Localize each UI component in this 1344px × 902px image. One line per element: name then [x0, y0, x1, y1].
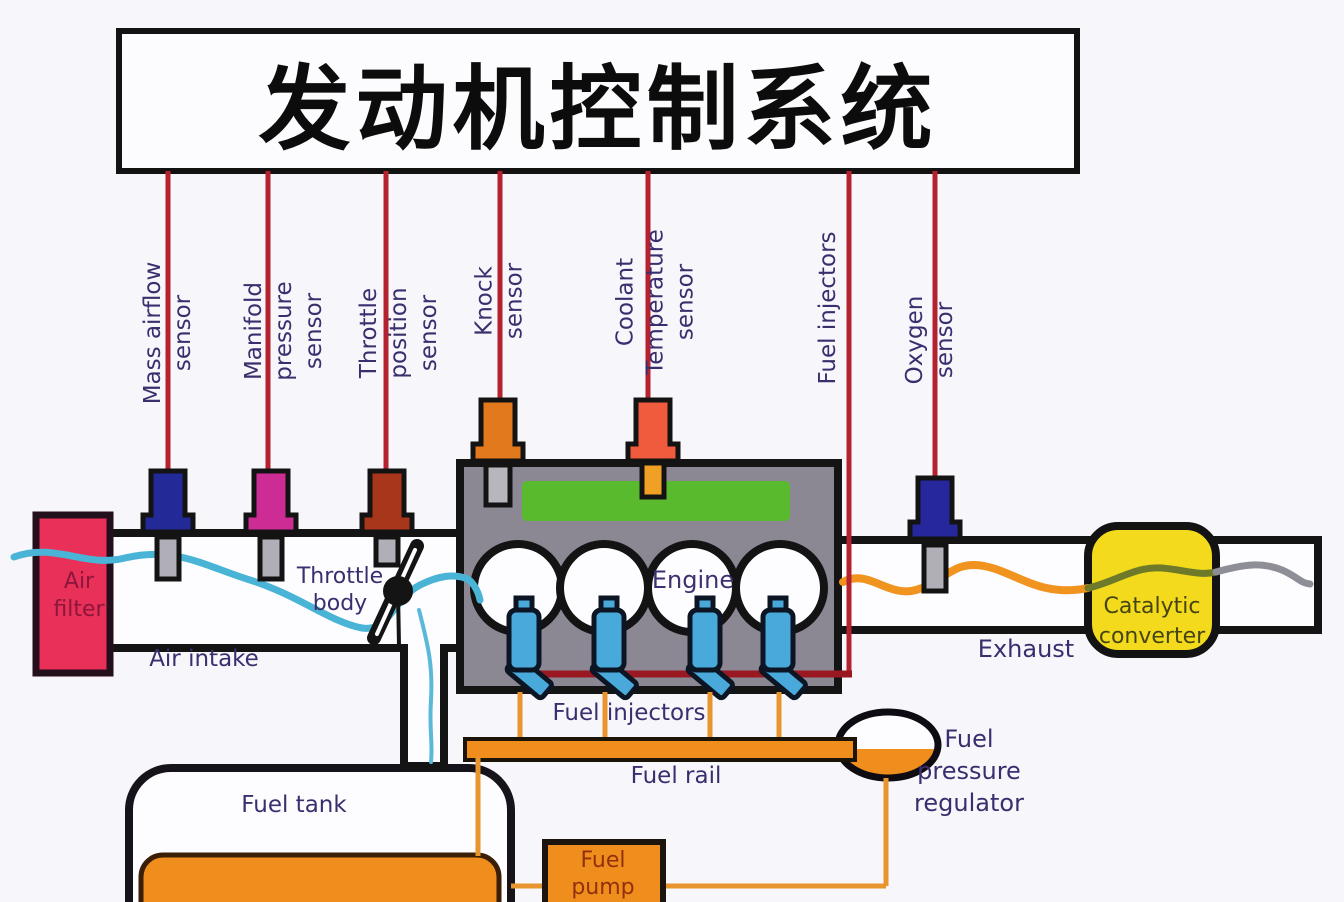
- exhaust-flow-wave: [839, 561, 1092, 596]
- fuel-pump-lines: [511, 778, 889, 889]
- injector-fuel-lines: [517, 692, 782, 739]
- fuel-pump: [542, 839, 666, 902]
- throttle-position-stem: [373, 534, 401, 568]
- fuel-rail: [463, 737, 857, 762]
- injector-1-body: [506, 607, 542, 673]
- mass-airflow-stem: [154, 534, 182, 582]
- title-box: [116, 28, 1080, 174]
- mass-airflow-sensor: [140, 468, 196, 535]
- oxygen-sensor: [907, 475, 963, 542]
- label-throttle-position-sensor: Throttle position sensor: [356, 287, 442, 379]
- label-fuel-injectors-wire: Fuel injectors: [815, 231, 841, 385]
- converted-exhaust-wave: [1084, 564, 1220, 592]
- fuel-in-tank: [138, 852, 502, 902]
- throttle-position-sensor: [359, 468, 415, 535]
- label-mass-airflow-sensor: Mass airflow sensor: [140, 261, 196, 405]
- label-coolant-temp-sensor: Coolant Temperature sensor: [612, 229, 699, 375]
- label-fuel-pressure-regulator: Fuel pressure regulator: [914, 725, 1024, 817]
- manifold-pressure-sensor: [243, 468, 299, 535]
- injector-3-body: [687, 607, 723, 673]
- air-filter: [32, 511, 114, 677]
- label-knock-sensor: Knock sensor: [471, 262, 528, 340]
- label-air-filter: Air filter: [53, 569, 105, 622]
- diagram-title: 发动机控制系统: [258, 55, 938, 163]
- label-manifold-pressure-sensor: Manifold pressure sensor: [241, 281, 327, 381]
- throttle-shaft: [396, 590, 401, 647]
- fuel-injectors-group: [504, 595, 808, 701]
- label-engine: Engine: [651, 566, 735, 594]
- coolant-temp-sensor: [625, 397, 681, 464]
- label-exhaust: Exhaust: [977, 635, 1075, 663]
- label-fuel-tank: Fuel tank: [241, 792, 347, 818]
- injector-2-body: [591, 607, 627, 673]
- knock-sensor: [470, 397, 526, 464]
- control-wires: [165, 171, 938, 674]
- coolant-sensor-stem: [639, 460, 667, 500]
- label-catalytic-converter: Catalytic converter: [1098, 594, 1206, 649]
- label-oxygen-sensor: Oxygen sensor: [902, 295, 958, 385]
- exhaust-duct: [834, 536, 1322, 634]
- clean-exhaust-wave: [1212, 561, 1314, 588]
- label-fuel-pump: Fuel pump: [571, 848, 635, 900]
- air-flow-wave: [10, 548, 484, 632]
- label-air-intake: Air intake: [149, 646, 259, 672]
- injector-4-body: [760, 607, 796, 673]
- valve-cover: [522, 481, 790, 521]
- oxygen-sensor-stem: [921, 542, 949, 594]
- air-branch-line: [417, 608, 434, 764]
- manifold-pressure-stem: [257, 534, 285, 582]
- knock-sensor-stem: [483, 462, 513, 508]
- label-throttle-body: Throttle body: [296, 564, 384, 616]
- label-fuel-rail: Fuel rail: [630, 763, 722, 789]
- label-fuel-injectors: Fuel injectors: [552, 700, 706, 726]
